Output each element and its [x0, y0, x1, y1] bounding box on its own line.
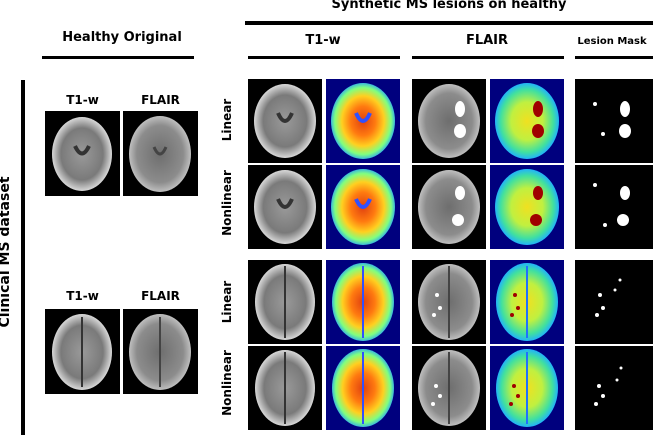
healthy-t1-image-1: [45, 111, 120, 196]
row-label-linear-2: Linear: [220, 280, 234, 324]
healthy-flair-image-2: [123, 309, 198, 394]
healthy-t1-label-top: T1-w: [66, 93, 99, 107]
nonlinear-flair-image-2: [412, 346, 486, 430]
nonlinear-t1-heatmap-2: [326, 346, 400, 430]
linear-flair-heatmap-1: [490, 79, 564, 163]
linear-flair-image-1: [412, 79, 486, 163]
synthetic-flair-header: FLAIR: [465, 33, 509, 48]
linear-lesion-mask-2: [575, 260, 653, 344]
nonlinear-flair-heatmap-2: [490, 346, 564, 430]
synthetic-t1-header: T1-w: [305, 33, 341, 48]
healthy-flair-label-bottom: FLAIR: [141, 289, 180, 303]
nonlinear-t1-heatmap-1: [326, 165, 400, 249]
linear-t1-heatmap-1: [326, 79, 400, 163]
healthy-t1-label-bottom: T1-w: [66, 289, 99, 303]
nonlinear-lesion-mask-1: [575, 165, 653, 249]
row-label-linear-1: Linear: [220, 98, 234, 142]
healthy-t1-image-2: [45, 309, 120, 394]
row-label-nonlinear-1: Nonlinear: [220, 170, 234, 236]
linear-t1-image-2: [248, 260, 322, 344]
nonlinear-flair-heatmap-1: [490, 165, 564, 249]
linear-lesion-mask-1: [575, 79, 653, 163]
linear-flair-image-2: [412, 260, 486, 344]
linear-flair-heatmap-2: [490, 260, 564, 344]
lesion-mask-header: Lesion Mask: [577, 36, 647, 47]
row-label-nonlinear-2: Nonlinear: [220, 350, 234, 416]
linear-t1-image-1: [248, 79, 322, 163]
healthy-original-header: Healthy Original: [62, 30, 182, 45]
title-underline: [245, 21, 653, 25]
nonlinear-flair-image-1: [412, 165, 486, 249]
synthetic-t1-underline: [248, 56, 400, 59]
figure-title: Synthetic MS lesions on healthy: [331, 0, 567, 12]
healthy-original-underline: [42, 56, 194, 59]
synthetic-flair-underline: [412, 56, 564, 59]
nonlinear-t1-image-1: [248, 165, 322, 249]
linear-t1-heatmap-2: [326, 260, 400, 344]
healthy-flair-label-top: FLAIR: [141, 93, 180, 107]
dataset-label: Clinical MS dataset: [0, 176, 13, 328]
dataset-bar: [21, 80, 25, 435]
healthy-flair-image-1: [123, 111, 198, 196]
lesion-mask-underline: [575, 56, 653, 59]
nonlinear-t1-image-2: [248, 346, 322, 430]
nonlinear-lesion-mask-2: [575, 346, 653, 430]
